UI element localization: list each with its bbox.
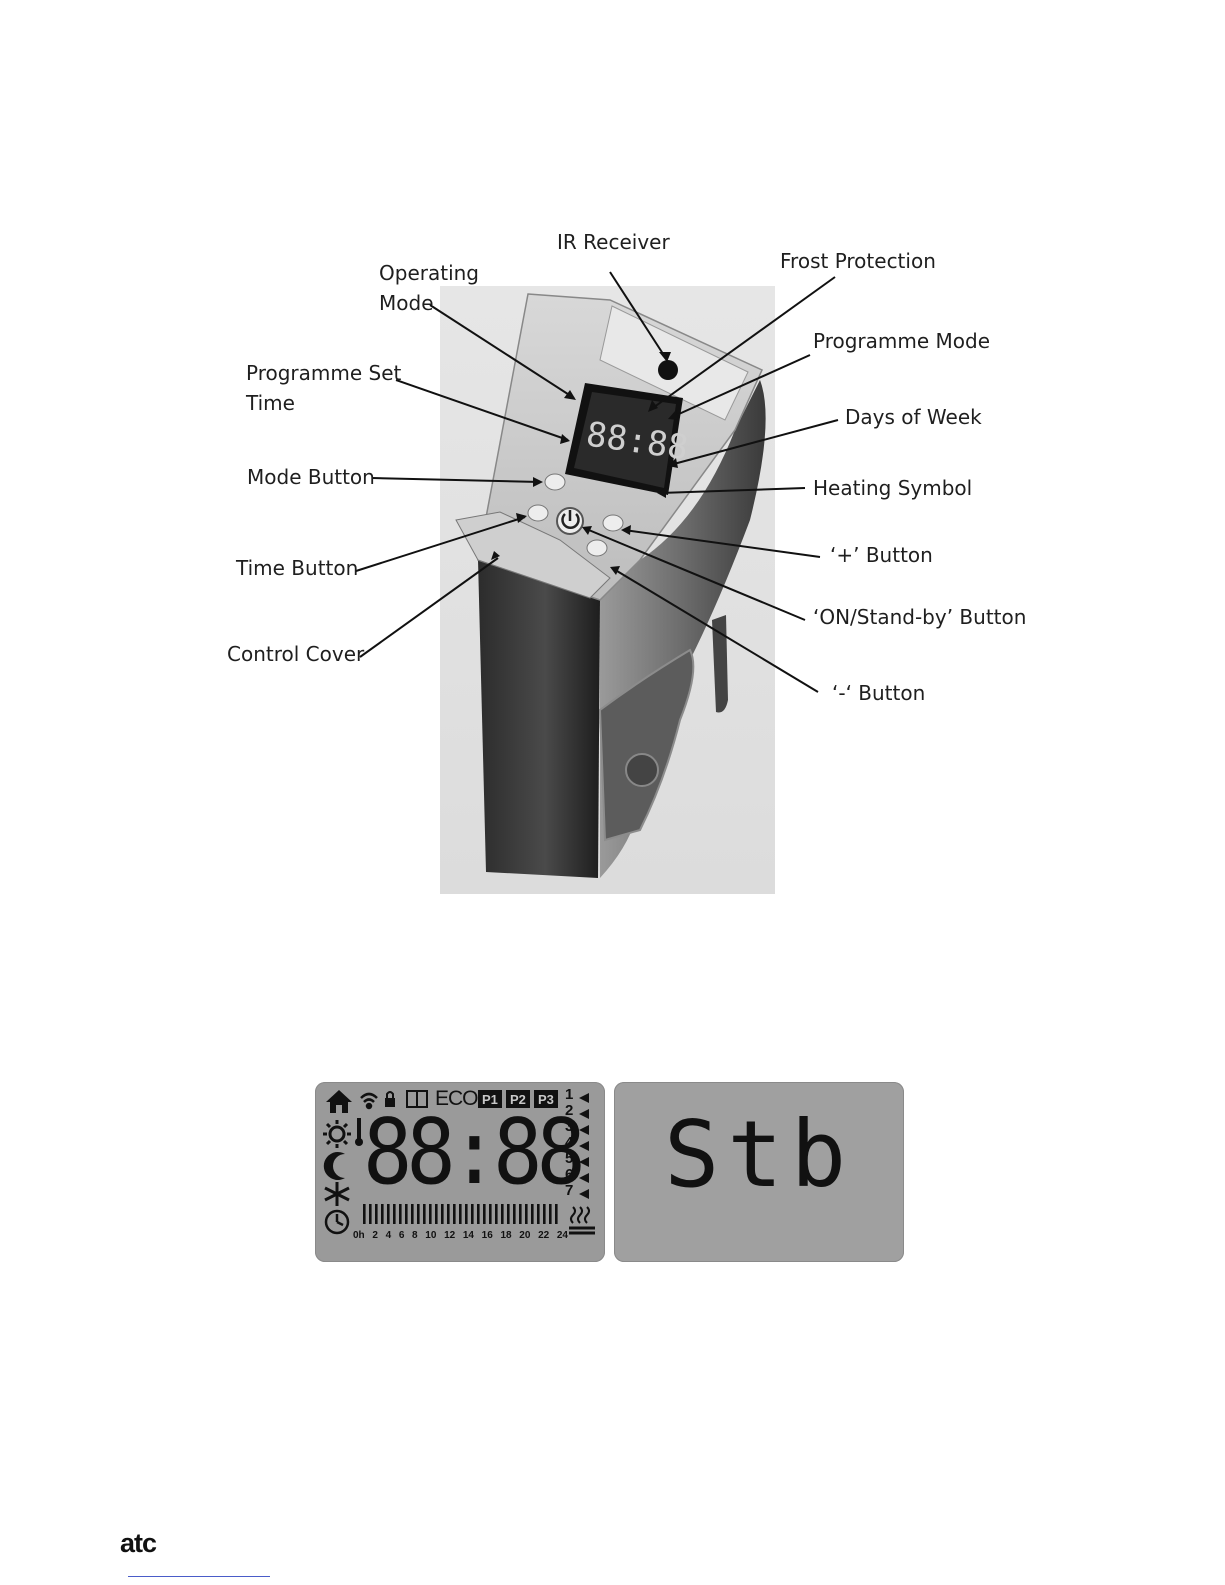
mode-button [545, 474, 565, 490]
heater-illustration: 88:88 [0, 0, 1225, 1000]
hour-label: 22 [538, 1230, 549, 1241]
moon-icon [324, 1152, 345, 1180]
house-icon [326, 1090, 352, 1113]
label-control-cover: Control Cover [227, 639, 364, 669]
label-frost-protection: Frost Protection [780, 246, 936, 276]
lcd-day-3: 3 [565, 1118, 573, 1135]
label-time-button: Time Button [236, 553, 358, 583]
label-on-standby-button: ‘ON/Stand-by’ Button [813, 602, 1026, 632]
hour-label: 0h [353, 1230, 365, 1241]
label-operating-mode-line2: Mode [379, 288, 434, 318]
lcd-full-display: ECO P1 P2 P3 88:88 1 2 3 4 5 6 7 0h 2 4 … [315, 1082, 605, 1262]
label-programme-mode: Programme Mode [813, 326, 990, 356]
lcd-day-6: 6 [565, 1166, 573, 1183]
atc-logo: atc [120, 1528, 156, 1559]
lcd-standby-text: Stb [664, 1100, 854, 1210]
lcd-day-1: 1 [565, 1086, 573, 1103]
hour-bar [363, 1204, 558, 1224]
snowflake-icon [325, 1182, 349, 1206]
side-logo [626, 754, 658, 786]
hour-label: 10 [425, 1230, 436, 1241]
plus-button [603, 515, 623, 531]
hour-label: 8 [412, 1230, 418, 1241]
sun-icon [323, 1120, 351, 1148]
label-operating-mode-line1: Operating [379, 258, 479, 288]
label-days-of-week: Days of Week [845, 402, 982, 432]
hour-label: 20 [519, 1230, 530, 1241]
heater-front-panel [478, 560, 600, 878]
lcd-standby-display: Stb [614, 1082, 904, 1262]
lcd-hour-scale: 0h 2 4 6 8 10 12 14 16 18 20 22 24 [353, 1230, 568, 1241]
heater-figure: 88:88 [0, 0, 1225, 1000]
hour-label: 14 [463, 1230, 474, 1241]
label-programme-set-time-line2: Time [246, 388, 295, 418]
label-programme-set-time-line1: Programme Set [246, 358, 401, 388]
ir-receiver-dot [658, 360, 678, 380]
hour-label: 6 [399, 1230, 405, 1241]
footer-link-underline [128, 1576, 270, 1577]
hour-label: 18 [500, 1230, 511, 1241]
thermometer-icon [355, 1118, 363, 1146]
lcd-day-5: 5 [565, 1150, 573, 1167]
hour-label: 24 [557, 1230, 568, 1241]
minus-button [587, 540, 607, 556]
hour-label: 12 [444, 1230, 455, 1241]
heating-symbol-icon [569, 1207, 595, 1233]
day-arrows [579, 1093, 589, 1199]
clock-icon [326, 1211, 348, 1233]
label-minus-button: ‘-‘ Button [832, 678, 925, 708]
label-plus-button: ‘+’ Button [830, 540, 933, 570]
lcd-digits: 88:88 [363, 1104, 580, 1203]
lcd-day-4: 4 [565, 1134, 573, 1151]
hour-label: 2 [372, 1230, 378, 1241]
time-button [528, 505, 548, 521]
label-ir-receiver: IR Receiver [557, 227, 670, 257]
label-mode-button: Mode Button [247, 462, 375, 492]
hour-label: 16 [482, 1230, 493, 1241]
lcd-day-2: 2 [565, 1102, 573, 1119]
hour-label: 4 [386, 1230, 392, 1241]
label-heating-symbol: Heating Symbol [813, 473, 972, 503]
lcd-day-7: 7 [565, 1182, 573, 1199]
